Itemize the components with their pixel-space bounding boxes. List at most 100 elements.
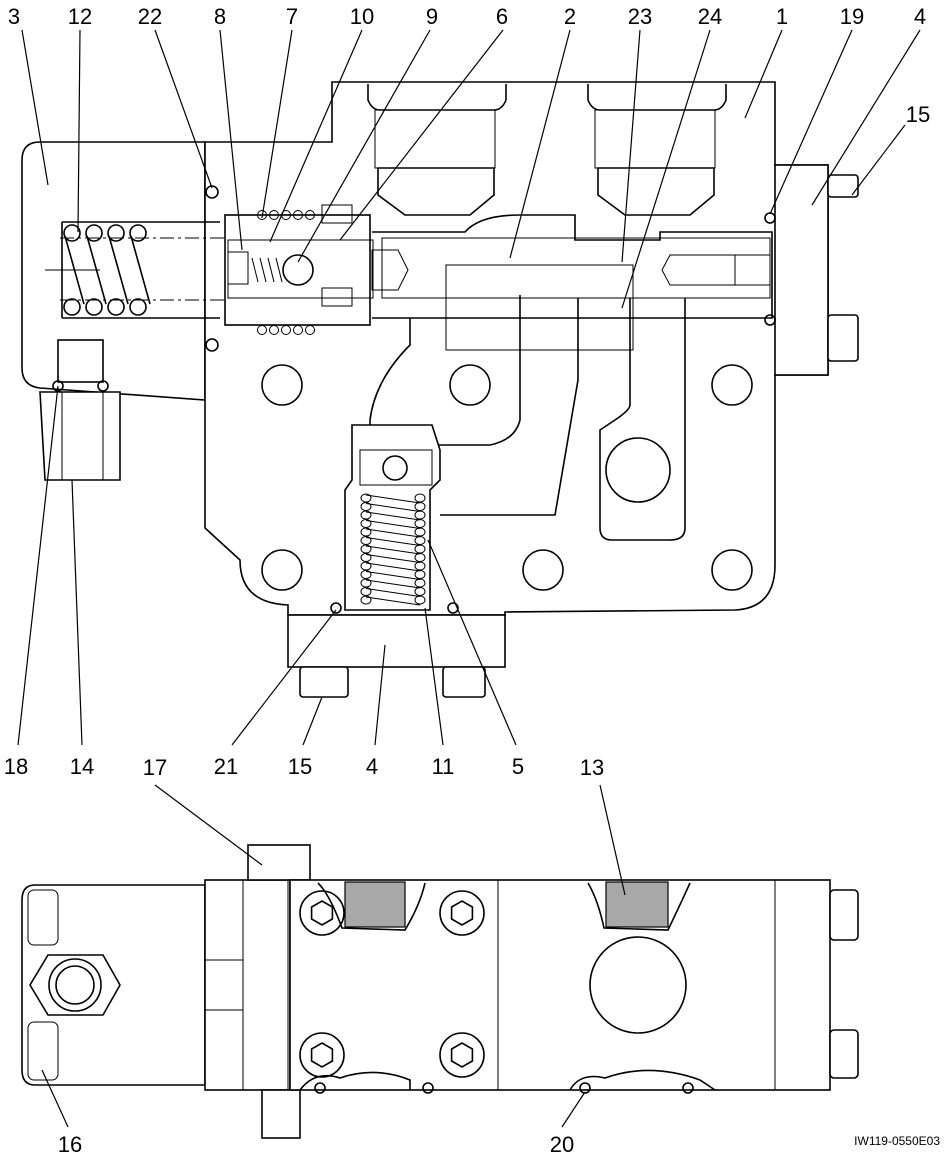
relief-ball bbox=[382, 455, 408, 481]
label-lower-16: 16 bbox=[58, 1132, 82, 1157]
spool-socket bbox=[734, 254, 771, 286]
relief-spring-wire bbox=[365, 528, 421, 538]
label-lower-20: 20 bbox=[550, 1132, 574, 1157]
relief-spring-wire bbox=[365, 494, 421, 504]
label-top-2: 2 bbox=[564, 4, 576, 29]
label-top-7: 7 bbox=[286, 4, 298, 29]
hex-socket bbox=[310, 1042, 334, 1068]
lower-hex-bolts bbox=[299, 890, 485, 1078]
spool-check-frame bbox=[445, 264, 634, 351]
relief-spring-wire bbox=[365, 511, 421, 521]
detent-spring-coil-bottom bbox=[281, 325, 291, 335]
left-cap bbox=[21, 141, 206, 401]
main-spring-wire bbox=[86, 235, 107, 305]
relief-valve-housing bbox=[344, 424, 441, 611]
hex-socket bbox=[450, 1042, 474, 1068]
lower-port-right-break bbox=[587, 882, 691, 931]
passage-d bbox=[599, 298, 686, 541]
inner-spring-wire bbox=[251, 257, 259, 283]
clip-6 bbox=[321, 204, 353, 224]
lower-external-view bbox=[21, 844, 859, 1139]
detent-spring-coil-bottom bbox=[257, 325, 267, 335]
label-lower-13: 13 bbox=[580, 755, 604, 780]
label-lower-17: 17 bbox=[143, 755, 167, 780]
drawing-reference: IW119-0550E03 bbox=[854, 1134, 940, 1148]
label-bottom-11: 11 bbox=[432, 754, 455, 779]
label-bottom-14: 14 bbox=[70, 754, 94, 779]
main-spring-wire bbox=[64, 235, 85, 305]
label-bottom-5: 5 bbox=[512, 754, 524, 779]
bolt-right-lower bbox=[827, 314, 859, 362]
relief-spring-wire bbox=[365, 562, 421, 572]
port-right-cone bbox=[597, 167, 715, 216]
lower-pin-top bbox=[247, 844, 311, 881]
lower-bolt-right-upper bbox=[829, 889, 859, 941]
lower-port-right-insert bbox=[605, 881, 669, 928]
valve-body bbox=[204, 81, 829, 616]
label-top-4: 4 bbox=[914, 4, 926, 29]
relief-spring-wire bbox=[365, 503, 421, 512]
oring-22 bbox=[205, 185, 219, 199]
main-spring bbox=[63, 224, 151, 316]
label-top-6: 6 bbox=[496, 4, 508, 29]
bolt-right-upper bbox=[827, 174, 859, 198]
detent-spring-coil-bottom bbox=[293, 325, 303, 335]
clip-6b bbox=[321, 287, 353, 307]
label-top-3: 3 bbox=[8, 4, 20, 29]
inner-spring-wire bbox=[259, 257, 267, 283]
label-top-23: 23 bbox=[628, 4, 652, 29]
end-cover-right bbox=[774, 164, 829, 376]
plug-round bbox=[605, 437, 671, 503]
main-spring-coil-bottom bbox=[129, 298, 147, 316]
relief-spring-wire bbox=[365, 545, 421, 555]
detent-spring-coil-bottom bbox=[305, 325, 315, 335]
label-top-8: 8 bbox=[214, 4, 226, 29]
lower-fitting-outer bbox=[48, 958, 102, 1012]
bolt-hole-3 bbox=[711, 364, 753, 406]
passage-c bbox=[440, 298, 579, 516]
check-ball bbox=[282, 254, 314, 286]
lower-mid-block bbox=[204, 879, 291, 1091]
hex-socket bbox=[310, 900, 334, 926]
bolt-hole-4 bbox=[261, 549, 303, 591]
label-top-12: 12 bbox=[68, 4, 92, 29]
relief-spring-wire bbox=[365, 537, 421, 546]
oring-19b bbox=[764, 314, 776, 326]
inner-spring-wire bbox=[275, 257, 283, 283]
main-spring-coil-bottom bbox=[107, 298, 125, 316]
lower-break-left bbox=[299, 1071, 411, 1091]
detent-springs bbox=[251, 210, 315, 335]
oring-18b bbox=[97, 380, 109, 392]
port-left-cone bbox=[377, 167, 495, 216]
lower-break-right bbox=[569, 1069, 716, 1091]
fitting-hex bbox=[39, 391, 121, 481]
main-spring-coil-top bbox=[129, 224, 147, 242]
spool-end-nose bbox=[371, 249, 409, 291]
main-spring-wire bbox=[108, 235, 129, 305]
main-spring-wire bbox=[130, 235, 151, 305]
bolt-bottom-right bbox=[442, 666, 486, 698]
label-top-19: 19 bbox=[840, 4, 864, 29]
lower-cover-plate bbox=[287, 879, 499, 1091]
label-top-10: 10 bbox=[350, 4, 374, 29]
main-spring-coil-top bbox=[85, 224, 103, 242]
relief-spring-wire bbox=[365, 588, 421, 597]
label-bottom-15: 15 bbox=[288, 754, 312, 779]
label-bottom-18: 18 bbox=[4, 754, 28, 779]
passage-b bbox=[431, 295, 521, 446]
oring-21 bbox=[330, 602, 342, 614]
lower-round-port bbox=[589, 936, 687, 1034]
main-spring-coil-top bbox=[63, 224, 81, 242]
hex-socket bbox=[450, 900, 474, 926]
detent-spring-coil-bottom bbox=[269, 325, 279, 335]
relief-spring-wire bbox=[365, 520, 421, 529]
lower-fitting-inner bbox=[55, 965, 95, 1005]
bolt-bottom-left bbox=[299, 666, 349, 698]
label-bottom-4: 4 bbox=[366, 754, 378, 779]
hex-bolt-head bbox=[439, 890, 485, 936]
lower-oring-2 bbox=[422, 1082, 434, 1094]
part-number-labels: 3 12 22 8 7 10 9 6 2 23 24 1 19 4 15 18 … bbox=[4, 4, 941, 1157]
hex-bolt-head bbox=[299, 890, 345, 936]
relief-spring bbox=[360, 493, 426, 606]
